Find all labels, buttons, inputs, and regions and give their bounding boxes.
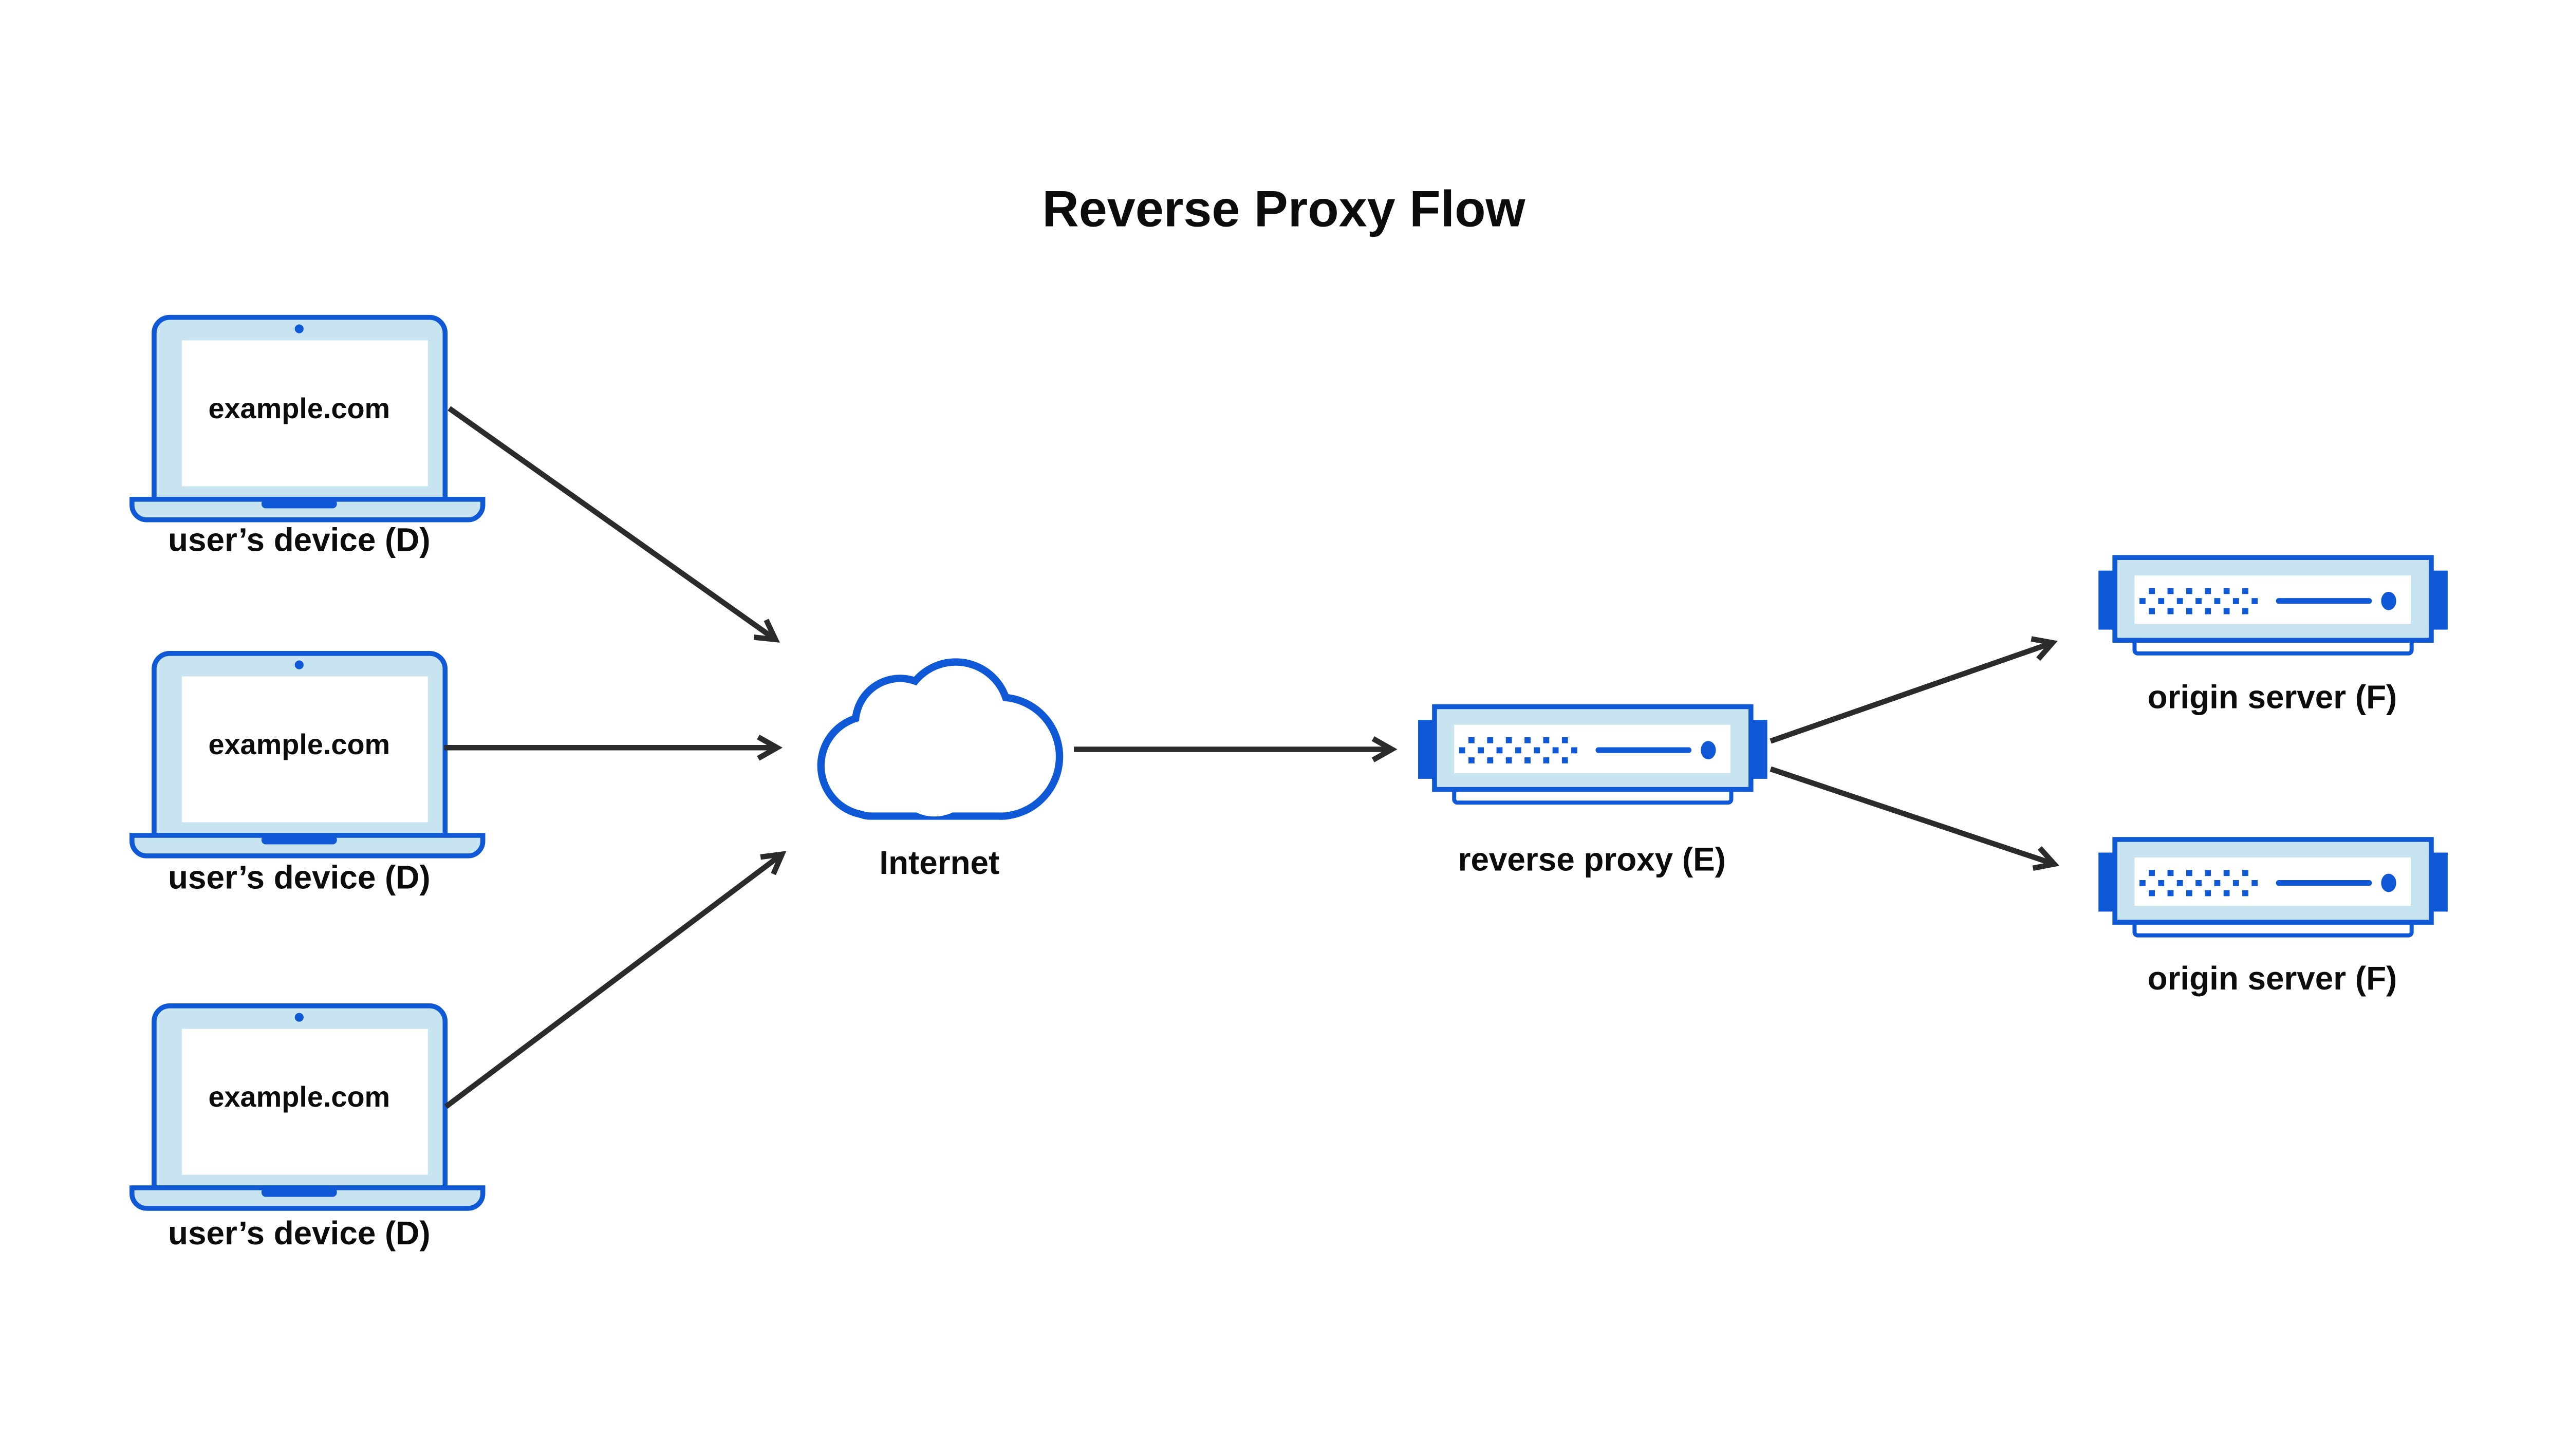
origin-server-icon: [2098, 839, 2448, 936]
cloud-icon: [817, 658, 1064, 820]
arrow-device3-to-internet: [444, 851, 787, 1109]
reverse-proxy-server-icon: [1418, 707, 1767, 803]
device-label: user’s device (D): [168, 1215, 431, 1252]
device-label: user’s device (D): [168, 521, 431, 558]
page-title: Reverse Proxy Flow: [1042, 180, 1525, 237]
origin-server-label: origin server (F): [2148, 960, 2397, 997]
arrow-proxy-to-origin1: [1770, 636, 2058, 744]
device-screen-url: example.com: [208, 392, 390, 424]
arrow-proxy-to-origin2: [1770, 766, 2060, 871]
reverse-proxy-label: reverse proxy (E): [1458, 841, 1726, 878]
internet-label: Internet: [879, 844, 999, 881]
arrow-device1-to-internet: [448, 406, 780, 643]
device-label: user’s device (D): [168, 859, 431, 896]
device-screen-url: example.com: [208, 1080, 390, 1113]
device-screen-url: example.com: [208, 728, 390, 760]
cloud-body: [824, 665, 1056, 817]
origin-server-label: origin server (F): [2148, 679, 2397, 716]
origin-server-icon: [2098, 557, 2448, 654]
